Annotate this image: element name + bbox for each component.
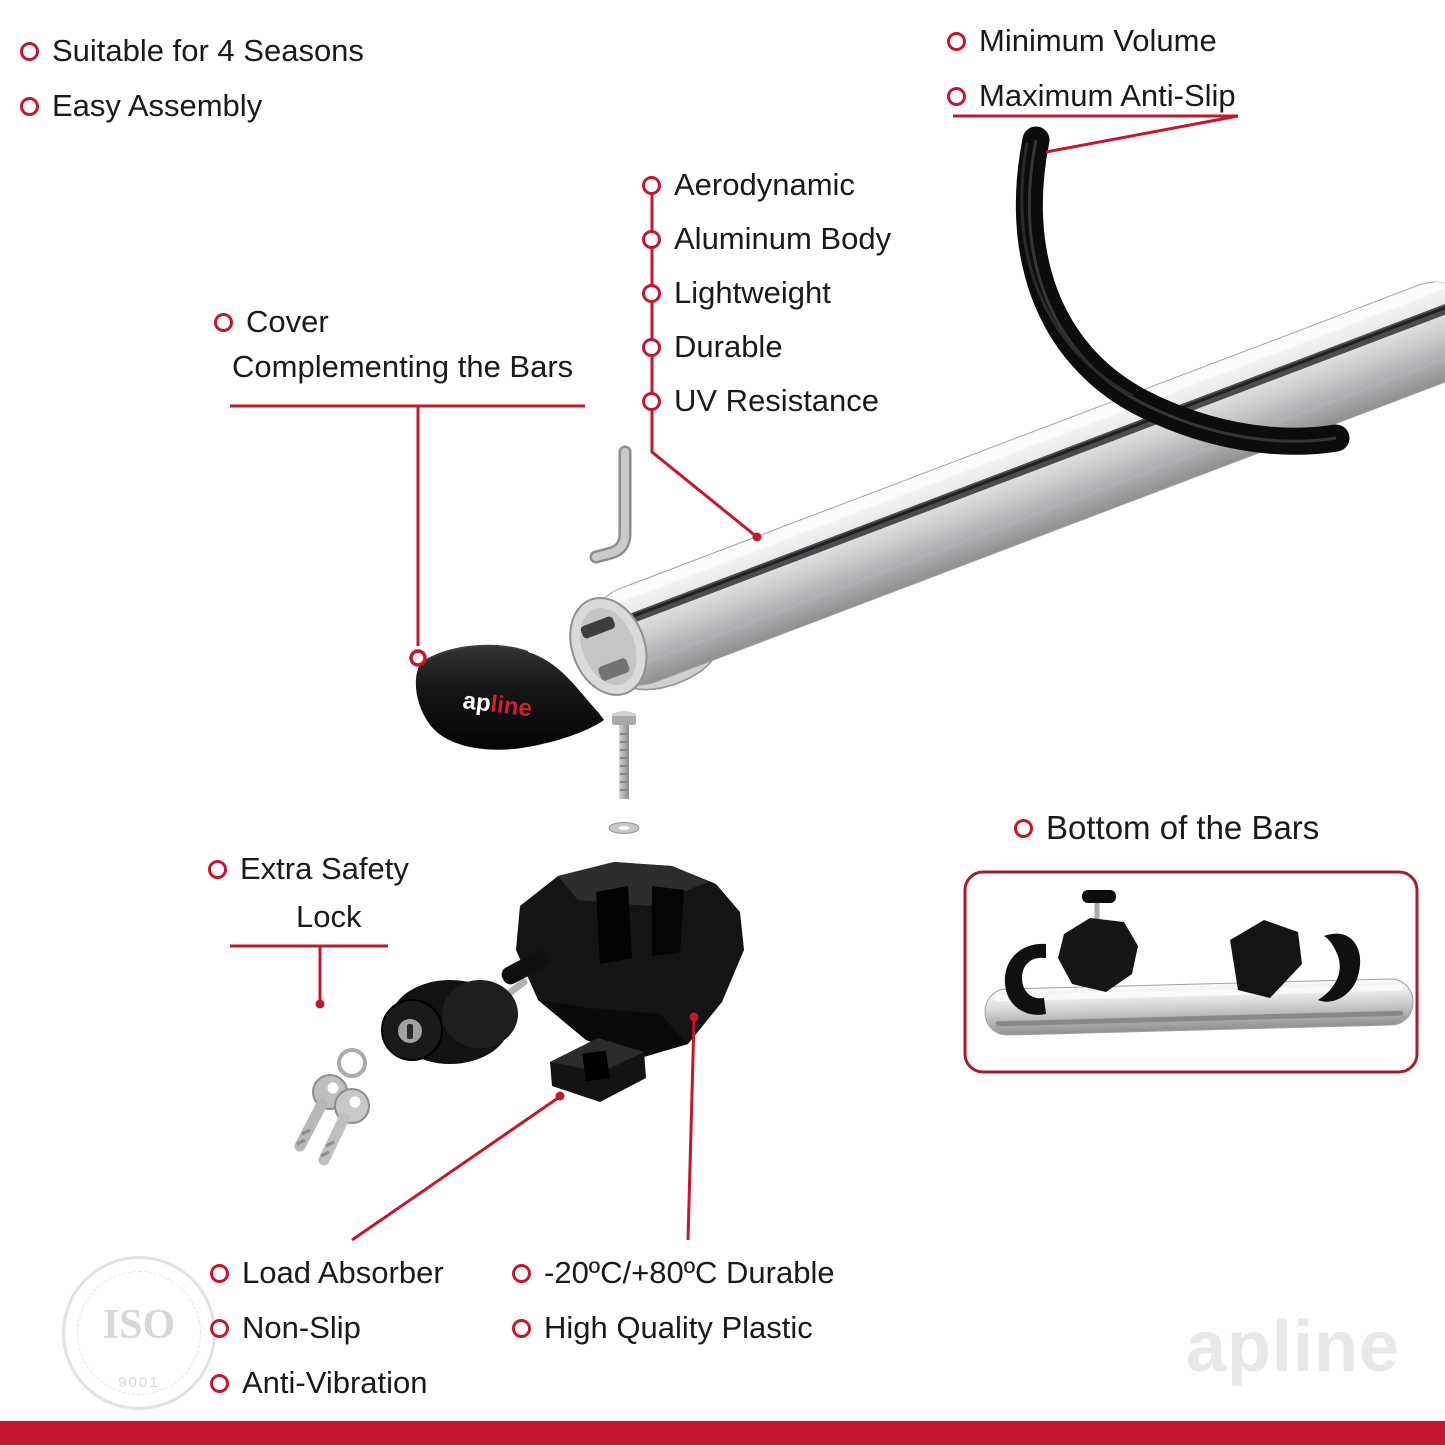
load-absorber-bracket <box>550 1038 646 1102</box>
bottom-center-feature-list: -20ºC/+80ºC Durable High Quality Plastic <box>512 1252 835 1362</box>
bottom-bars-box <box>963 870 1419 1074</box>
feature-label: Easy Assembly <box>52 88 263 123</box>
safety-lock-callout: Extra Safety Lock <box>208 846 409 942</box>
bolt-icon <box>612 711 636 799</box>
bullet-icon <box>947 31 966 51</box>
list-item: Easy Assembly <box>20 85 364 127</box>
feature-label: Anti-Vibration <box>242 1365 428 1400</box>
list-item: -20ºC/+80ºC Durable <box>512 1252 835 1294</box>
bullet-icon <box>1014 818 1033 838</box>
iso-subtitle: 9001 <box>118 1374 160 1391</box>
bullet-icon <box>210 1318 229 1338</box>
bullet-icon <box>208 859 227 879</box>
feature-label: Suitable for 4 Seasons <box>52 33 364 68</box>
feature-label: Non-Slip <box>242 1310 361 1345</box>
list-item: Aerodynamic <box>642 158 891 212</box>
bullet-icon <box>512 1318 531 1338</box>
list-item: Maximum Anti-Slip <box>947 75 1236 117</box>
bullet-icon <box>642 175 661 195</box>
list-item: Lightweight <box>642 266 891 320</box>
bullet-icon <box>642 391 661 411</box>
callout-label: Complementing the Bars <box>232 349 574 384</box>
bullet-icon <box>642 229 661 249</box>
callout-line: Bottom of the Bars <box>1014 806 1319 850</box>
list-item: High Quality Plastic <box>512 1307 835 1349</box>
bottom-bars-graphic <box>963 870 1419 1074</box>
list-item: Anti-Vibration <box>210 1362 444 1404</box>
bottom-left-feature-list: Load Absorber Non-Slip Anti-Vibration <box>210 1252 444 1417</box>
bullet-icon <box>20 96 39 116</box>
iso-title: ISO <box>102 1302 176 1348</box>
washer-icon <box>608 822 640 834</box>
section-title: Bottom of the Bars <box>1046 809 1320 846</box>
bullet-icon <box>642 283 661 303</box>
rubber-strip <box>1015 126 1350 455</box>
callout-label: Extra Safety <box>240 851 409 886</box>
leader-lines <box>230 114 1239 1242</box>
footer-accent-bar <box>0 1421 1445 1445</box>
bar-cover: apline <box>415 644 604 750</box>
callout-line: Cover <box>214 300 573 344</box>
cover-callout: Cover Complementing the Bars <box>214 300 573 390</box>
top-left-feature-list: Suitable for 4 Seasons Easy Assembly <box>20 30 364 140</box>
bottom-bars-title: Bottom of the Bars <box>1014 806 1319 850</box>
iso-stamp: ISO 9001 <box>62 1256 216 1410</box>
feature-label: High Quality Plastic <box>544 1310 813 1345</box>
feature-label: Aluminum Body <box>674 221 892 256</box>
feature-label: Durable <box>674 329 783 364</box>
bullet-icon <box>210 1263 229 1283</box>
brand-watermark: apline <box>1186 1307 1401 1387</box>
list-item: UV Resistance <box>642 374 891 428</box>
allen-key-icon <box>589 445 632 564</box>
callout-label: Lock <box>296 899 362 934</box>
bar-feature-list: Aerodynamic Aluminum Body Lightweight Du… <box>642 158 891 428</box>
top-right-feature-list: Minimum Volume Maximum Anti-Slip <box>947 20 1236 130</box>
callout-line: Extra Safety <box>208 846 409 892</box>
list-item: Durable <box>642 320 891 374</box>
foot-clamp <box>516 862 744 1058</box>
feature-label: Maximum Anti-Slip <box>979 78 1236 113</box>
bullet-icon <box>210 1373 229 1393</box>
cover-logo: apline <box>461 687 533 722</box>
bullet-icon <box>214 312 233 332</box>
aluminum-bar <box>569 273 1445 696</box>
callout-label: Cover <box>246 304 329 339</box>
bullet-icon <box>947 86 966 106</box>
feature-label: Aerodynamic <box>674 167 855 202</box>
list-item: Load Absorber <box>210 1252 444 1294</box>
feature-label: Load Absorber <box>242 1255 444 1290</box>
bullet-icon <box>512 1263 531 1283</box>
keys-icon <box>294 1048 370 1166</box>
bullet-icon <box>20 41 39 61</box>
list-item: Aluminum Body <box>642 212 891 266</box>
feature-label: Minimum Volume <box>979 23 1217 58</box>
feature-label: Lightweight <box>674 275 831 310</box>
list-item: Non-Slip <box>210 1307 444 1349</box>
bullet-icon <box>642 337 661 357</box>
list-item: Suitable for 4 Seasons <box>20 30 364 72</box>
list-item: Minimum Volume <box>947 20 1236 62</box>
feature-label: -20ºC/+80ºC Durable <box>544 1255 835 1290</box>
feature-label: UV Resistance <box>674 383 880 418</box>
safety-lock <box>381 949 551 1064</box>
